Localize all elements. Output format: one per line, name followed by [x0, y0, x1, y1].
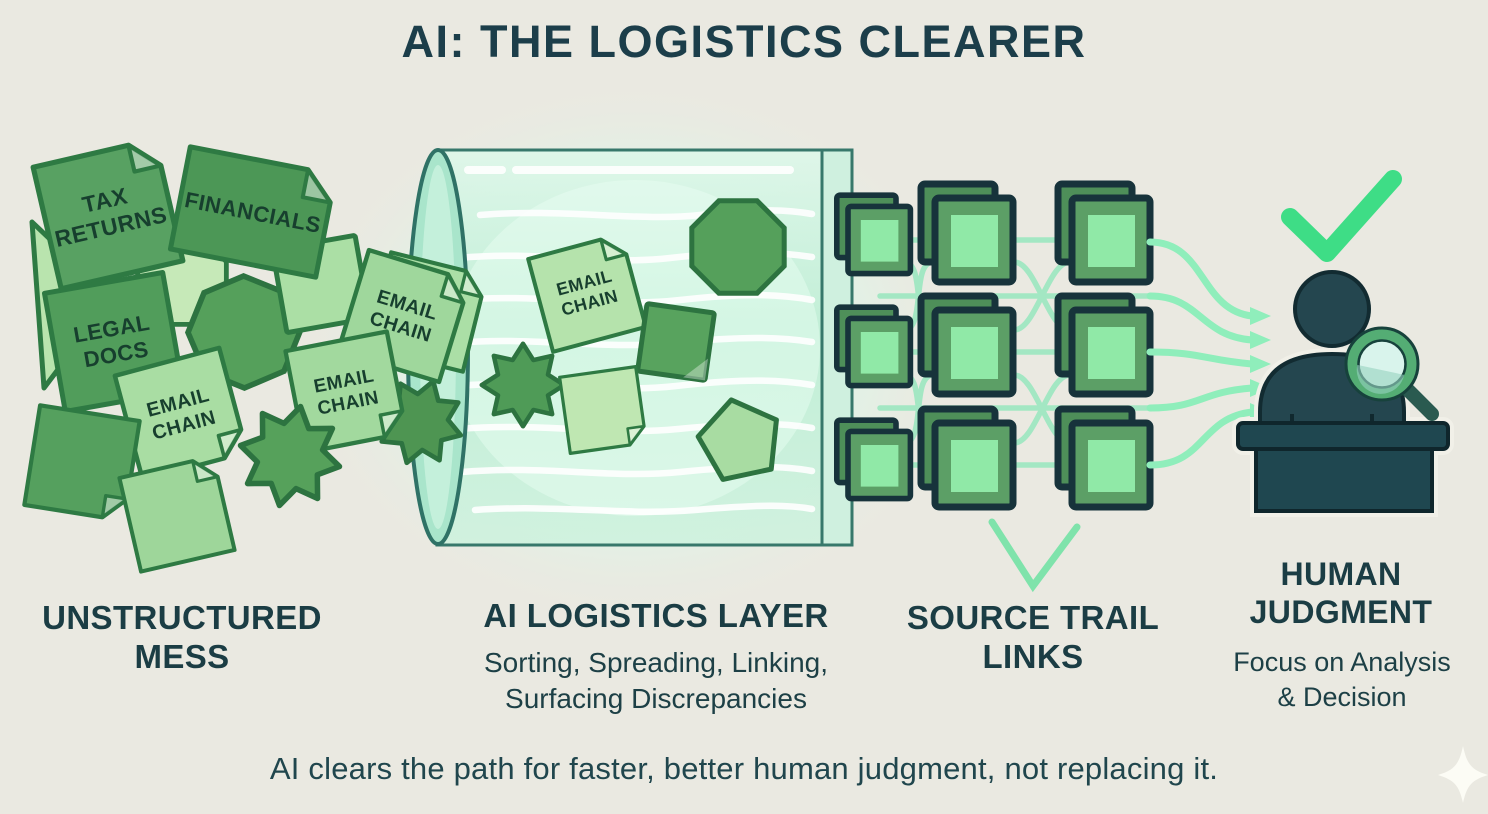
doc-email-chain-in-layer: EMAIL CHAIN: [528, 234, 646, 352]
square-note-shape: [635, 301, 717, 383]
doc-financials: FINANCIALS: [170, 147, 335, 277]
unstructured-mess-cluster: EMAIL CHAIN TAX RETURNS FINANCIALS EMAIL…: [24, 139, 486, 571]
label-line: JUDGMENT: [1249, 593, 1433, 630]
doc-tax-returns: TAX RETURNS: [33, 139, 183, 289]
label-source-trail-links: SOURCE TRAIL LINKS: [872, 599, 1194, 677]
sublabel-human-judgment: Focus on Analysis & Decision: [1196, 645, 1488, 714]
label-ai-logistics-layer: AI LOGISTICS LAYER: [483, 597, 829, 634]
label-human-judgment: HUMAN JUDGMENT: [1208, 556, 1474, 632]
check-icon: [1281, 170, 1402, 262]
doc-email-chain-1: EMAIL CHAIN: [338, 250, 470, 382]
source-square: [1058, 409, 1150, 507]
source-square: [837, 195, 911, 273]
sublabel-line: & Decision: [1277, 681, 1407, 712]
plain-doc-shape: [119, 456, 234, 571]
label-unstructured-mess: UNSTRUCTURED MESS: [22, 599, 342, 677]
sparkle-icon: [1438, 746, 1488, 803]
page-title: AI: THE LOGISTICS CLEARER: [401, 16, 1087, 67]
merge-arrows: [1146, 238, 1256, 469]
source-square: [921, 409, 1013, 507]
label-line: HUMAN: [1280, 556, 1402, 592]
human-judgment: [1146, 170, 1454, 517]
doc-legal-docs: LEGAL DOCS: [44, 272, 183, 411]
person-head: [1293, 270, 1371, 348]
desk-top: [1236, 421, 1450, 451]
magnifier-icon: [1344, 326, 1439, 421]
doc-email-chain-3: EMAIL CHAIN: [286, 332, 407, 453]
source-square: [921, 184, 1013, 282]
sublabel-line: Sorting, Spreading, Linking,: [484, 647, 828, 678]
sublabel-line: Surfacing Discrepancies: [505, 682, 807, 714]
source-trail-grid: [837, 184, 1155, 593]
ai-cylinder: EMAIL CHAIN: [406, 148, 854, 547]
source-square: [837, 307, 911, 385]
source-square: [921, 296, 1013, 394]
label-line: UNSTRUCTURED: [42, 599, 322, 636]
star-shape: [482, 344, 565, 427]
source-square: [1058, 296, 1150, 394]
source-square: [1058, 184, 1150, 282]
label-line: LINKS: [982, 637, 1084, 675]
plain-note-shape: [558, 365, 648, 455]
label-line: SOURCE TRAIL: [906, 599, 1160, 636]
desk-body: [1254, 447, 1434, 513]
pentagon-shape: [695, 397, 779, 482]
tagline: AI clears the path for faster, better hu…: [269, 751, 1219, 786]
label-line: MESS: [134, 637, 230, 675]
chevron-down-icon: [988, 518, 1081, 593]
source-square: [837, 420, 911, 498]
sublabel-line: Focus on Analysis: [1233, 647, 1451, 677]
octagon-shape: [692, 201, 784, 293]
sublabel-ai-logistics-layer: Sorting, Spreading, Linking, Surfacing D…: [452, 645, 860, 717]
doc-email-chain-2: EMAIL CHAIN: [115, 348, 247, 480]
plain-doc-shape: [24, 405, 139, 520]
